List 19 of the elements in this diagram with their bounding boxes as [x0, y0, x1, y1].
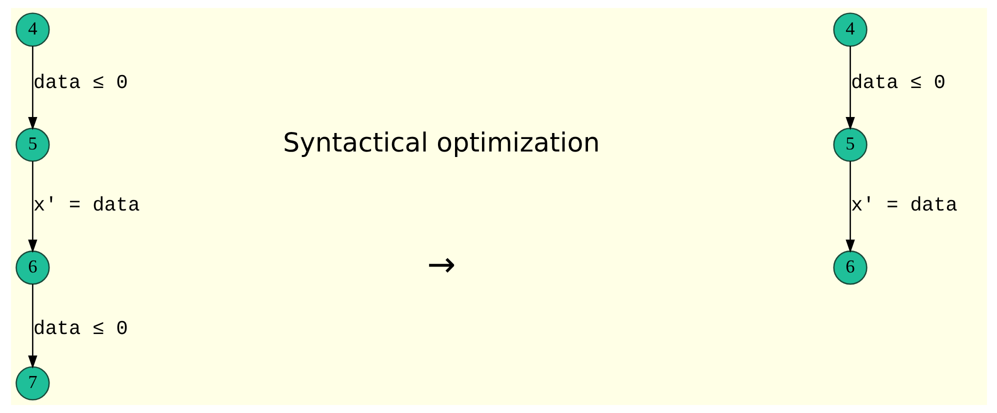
arrow — [28, 46, 37, 130]
arrow — [28, 284, 37, 369]
edge-label: data ≤ 0 — [32, 318, 128, 340]
edge-label: data ≤ 0 — [850, 72, 946, 94]
arrow — [845, 46, 854, 130]
node-circle: 4 — [832, 12, 867, 47]
node-circle: 5 — [15, 128, 50, 162]
arrow — [28, 161, 37, 253]
node-circle: 6 — [832, 250, 867, 285]
node-circle: 7 — [15, 366, 50, 400]
node-circle: 5 — [832, 128, 867, 162]
arrow — [845, 161, 854, 253]
node-circle: 4 — [15, 12, 50, 47]
edge-label: x′ = data — [850, 194, 957, 216]
label: → — [426, 244, 456, 285]
label: Syntactical optimization — [282, 128, 600, 158]
node-circle: 6 — [15, 250, 50, 285]
edge-label: data ≤ 0 — [32, 72, 128, 94]
edge-label: x′ = data — [32, 194, 140, 216]
